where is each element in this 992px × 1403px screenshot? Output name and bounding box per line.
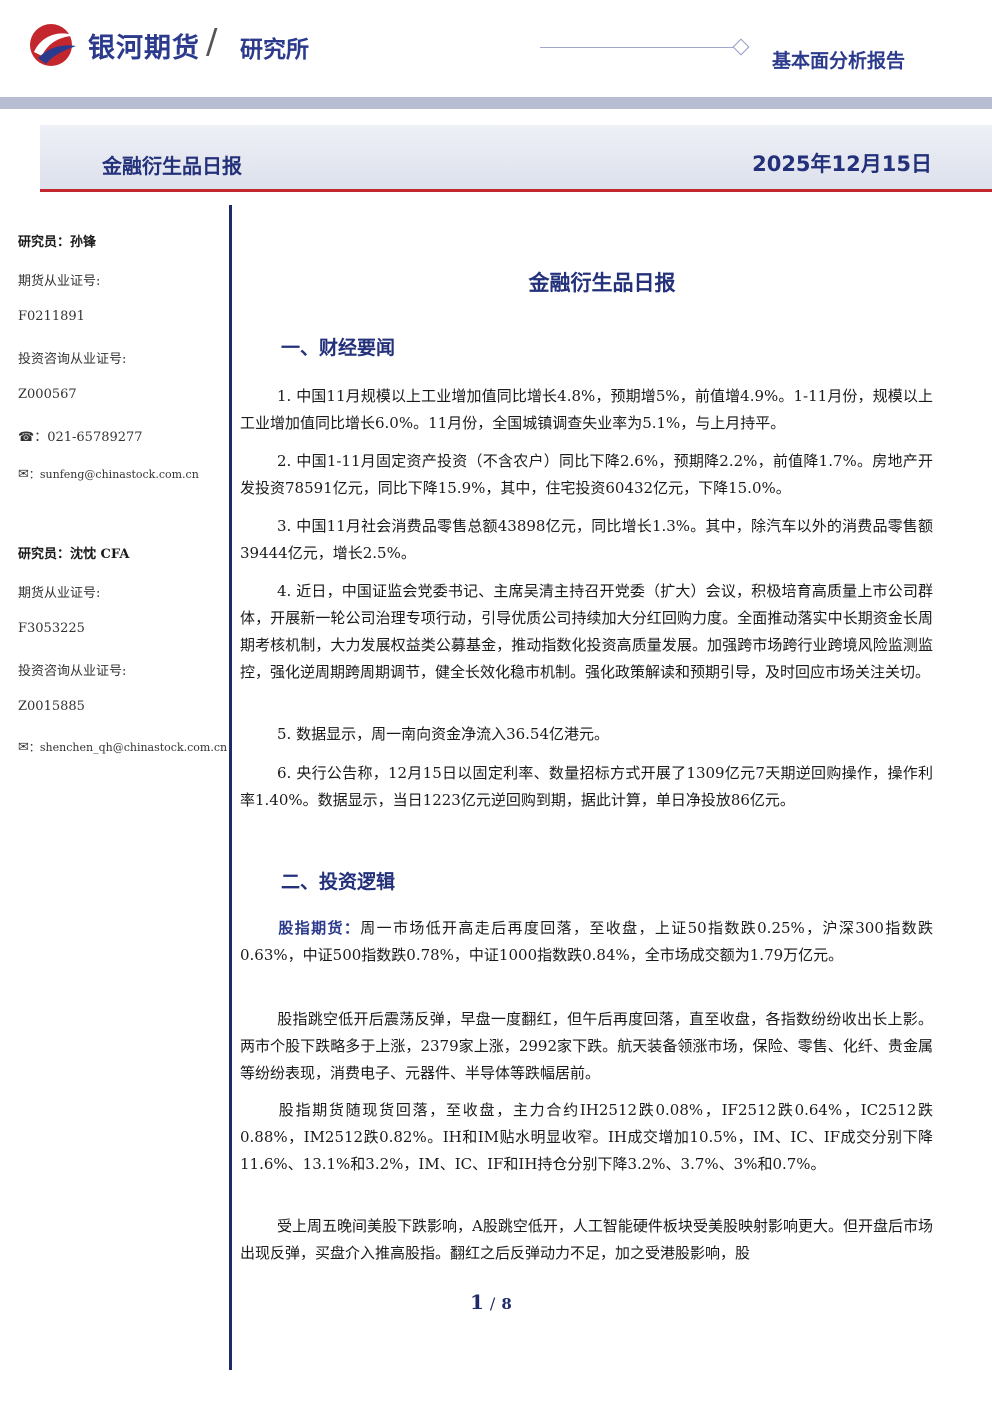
banner-title: 金融衍生品日报 [102,154,242,178]
title-banner [40,125,992,189]
news-item-4: 4. 近日，中国证监会党委书记、主席吴清主持召开党委（扩大）会议，积极培育高质量… [240,578,933,686]
analyst-1-license-label: 期货从业证号: [18,274,101,289]
logic-paragraph-2: 股指跳空低开后震荡反弹，早盘一度翻红，但午后再度回落，直至收盘，各指数纷纷收出长… [240,1006,933,1087]
news-item-1: 1. 中国11月规模以上工业增加值同比增长4.8%，预期增5%，前值增4.9%。… [240,383,933,437]
news-item-4-text: 4. 近日，中国证监会党委书记、主席吴清主持召开党委（扩大）会议，积极培育高质量… [240,582,933,681]
galaxy-logo-icon [30,24,76,66]
logic-keyword: 股指期货： [277,919,361,937]
logic-paragraph-1-text: 周一市场低开高走后再度回落，至收盘，上证50指数跌0.25%，沪深300指数跌0… [240,919,933,964]
analyst-2-consult: Z0015885 [18,699,85,714]
report-type: 基本面分析报告 [772,50,906,72]
news-item-1-text: 1. 中国11月规模以上工业增加值同比增长4.8%，预期增5%，前值增4.9%。… [240,387,933,432]
header-decor-diamond [732,38,750,56]
document-title: 金融衍生品日报 [528,271,676,295]
news-item-3-text: 3. 中国11月社会消费品零售总额43898亿元，同比增长1.3%。其中，除汽车… [240,517,933,562]
logic-paragraph-4: 受上周五晚间美股下跌影响，A股跳空低开，人工智能硬件板块受美股映射影响更大。但开… [240,1213,933,1267]
institute-name: 研究所 [240,37,309,63]
analyst-1-name: 研究员：孙锋 [18,235,97,250]
phone-icon: ☎ [18,430,35,445]
analyst-1-email-address[interactable]: ：sunfeng@chinastock.com.cn [28,468,199,481]
analyst-1-phone: ☎：021-65789277 [18,426,143,445]
logic-paragraph-4-text: 受上周五晚间美股下跌影响，A股跳空低开，人工智能硬件板块受美股映射影响更大。但开… [240,1217,933,1262]
logic-paragraph-3: 股指期货随现货回落，至收盘，主力合约IH2512跌0.08%，IF2512跌0.… [240,1097,933,1178]
header-divider: / [206,22,218,62]
news-item-2-text: 2. 中国1-11月固定资产投资（不含农户）同比下降2.6%，预期降2.2%，前… [240,452,933,497]
news-item-5-text: 5. 数据显示，周一南向资金净流入36.54亿港元。 [277,725,610,743]
logic-paragraph-2-text: 股指跳空低开后震荡反弹，早盘一度翻红，但午后再度回落，直至收盘，各指数纷纷收出长… [240,1010,933,1082]
news-item-6-text: 6. 央行公告称，12月15日以固定利率、数量招标方式开展了1309亿元7天期逆… [240,764,933,809]
mail-icon: ✉ [18,467,29,482]
brand-name: 银河期货 [88,33,200,64]
section-heading-news: 一、财经要闻 [281,337,396,359]
banner-accent-line [40,189,992,192]
current-page: 1 [470,1290,484,1314]
analyst-2-license-label: 期货从业证号: [18,586,101,601]
header-band [0,97,992,109]
news-item-6: 6. 央行公告称，12月15日以固定利率、数量招标方式开展了1309亿元7天期逆… [240,760,933,814]
logic-paragraph-1: 股指期货：周一市场低开高走后再度回落，至收盘，上证50指数跌0.25%，沪深30… [240,915,933,969]
news-item-3: 3. 中国11月社会消费品零售总额43898亿元，同比增长1.3%。其中，除汽车… [240,513,933,567]
page-separator: / [489,1294,496,1313]
header-decor-line [540,47,735,48]
section-heading-logic: 二、投资逻辑 [281,871,396,893]
mail-icon: ✉ [18,740,29,755]
analyst-2-email[interactable]: ✉：shenchen_qh@chinastock.com.cn [18,739,227,755]
news-item-5: 5. 数据显示，周一南向资金净流入36.54亿港元。 [240,721,933,748]
analyst-2-name: 研究员：沈忱 CFA [18,547,130,562]
page-number: 1 / 8 [470,1290,512,1314]
analyst-1-license: F0211891 [18,309,85,324]
analyst-1-consult: Z000567 [18,387,77,402]
total-pages: 8 [501,1295,512,1313]
analyst-1-phone-number: ：021-65789277 [34,430,143,445]
news-item-2: 2. 中国1-11月固定资产投资（不含农户）同比下降2.6%，预期降2.2%，前… [240,448,933,502]
logic-paragraph-3-text: 股指期货随现货回落，至收盘，主力合约IH2512跌0.08%，IF2512跌0.… [240,1101,933,1173]
analyst-2-consult-label: 投资咨询从业证号: [18,664,127,679]
analyst-2-license: F3053225 [18,621,85,636]
sidebar-divider [229,205,232,1370]
analyst-1-email[interactable]: ✉：sunfeng@chinastock.com.cn [18,466,199,482]
analyst-1-consult-label: 投资咨询从业证号: [18,352,127,367]
analyst-2-email-address[interactable]: ：shenchen_qh@chinastock.com.cn [28,741,228,754]
report-date: 2025年12月15日 [752,152,932,176]
